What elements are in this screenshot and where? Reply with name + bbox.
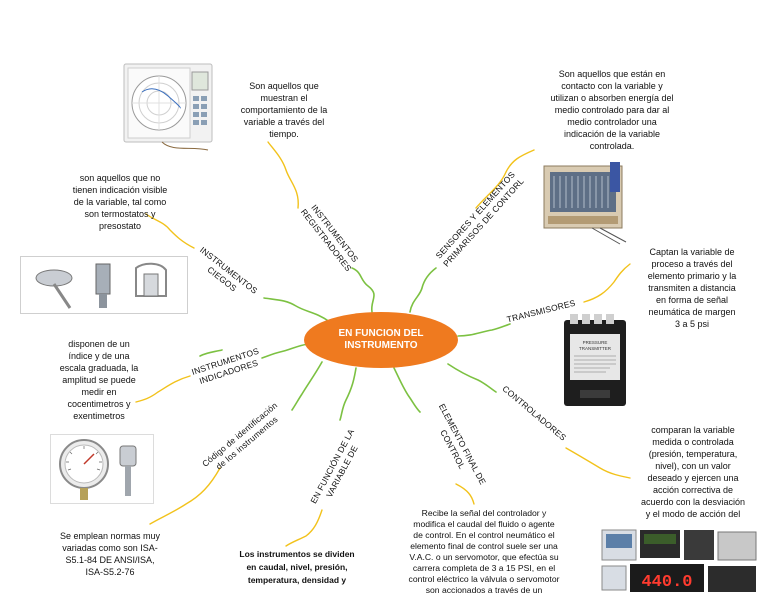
desc-line: de control. En el control neumático el	[413, 530, 555, 540]
desc-line: nivel), con un valor	[655, 461, 731, 471]
sensor-panel-image	[543, 162, 627, 245]
desc-line: neumática de margen	[648, 307, 736, 317]
desc-line: índice y de una	[68, 351, 130, 361]
yline-controladores	[565, 447, 631, 479]
desc-line: temperatura, densidad y	[247, 575, 347, 585]
desc-line: carrera completa de 3 a 15 PSI, en el	[412, 563, 556, 573]
desc-line: exentimetros	[73, 411, 125, 421]
desc-line: controlada.	[589, 141, 635, 151]
desc-line: proceso a través del	[651, 259, 733, 269]
chart-recorder-image	[123, 63, 213, 151]
desc-line: amplitud se puede	[62, 375, 136, 385]
line-indicadores	[261, 343, 309, 359]
digital-controllers-image: 440.0	[601, 529, 757, 592]
central-node: EN FUNCION DEL INSTRUMENTO	[304, 312, 458, 368]
yline-elemento	[455, 483, 475, 505]
desc-indicadores: disponen de un índice y de una escala gr…	[40, 338, 158, 422]
desc-line: medida o controlada	[652, 437, 734, 447]
desc-line: utilizan o absorben energía del	[550, 93, 674, 103]
desc-line: acuerdo con la desviación	[640, 497, 746, 507]
line-ciegos	[263, 297, 331, 323]
desc-line: ISA-S5.2-76	[85, 567, 135, 577]
desc-line: modifica el caudal del fluido o agente	[413, 519, 555, 529]
line-codigo	[291, 361, 323, 411]
yline-codigo	[149, 467, 221, 525]
yline-transmisores	[583, 263, 631, 303]
desc-line: (presión, temperatura,	[648, 449, 738, 459]
desc-line: escala graduada, la	[59, 363, 139, 373]
desc-line: Son aquellos que están en	[558, 69, 666, 79]
desc-line: en forma de señal	[655, 295, 729, 305]
controller-display-value: 440.0	[641, 573, 692, 592]
desc-line: presostato	[98, 221, 142, 231]
desc-line: comparan la variable	[651, 425, 735, 435]
desc-variable: Los instrumentos se dividen en caudal, n…	[222, 548, 372, 587]
desc-line: medio controlador una	[567, 117, 657, 127]
desc-line: contacto con la variable y	[561, 81, 663, 91]
desc-line: son accionados a través de un	[425, 585, 543, 594]
desc-line: deseado y ejercen una	[647, 473, 739, 483]
desc-line: variadas como son ISA-	[62, 543, 158, 553]
yline-variable	[285, 509, 323, 547]
line-controladores	[447, 363, 497, 393]
desc-line: Recibe la señal del controlador y	[421, 508, 547, 518]
desc-line: Captan la variable de	[649, 247, 735, 257]
desc-codigo: Se emplean normas muy variadas como son …	[36, 530, 184, 578]
desc-line: tiempo.	[269, 129, 299, 139]
desc-line: control eléctrico la válvula o servomoto…	[408, 574, 560, 584]
desc-sensores: Son aquellos que están en contacto con l…	[530, 68, 694, 152]
desc-line: acción correctiva de	[652, 485, 734, 495]
desc-ciegos: son aquellos que no tienen indicación vi…	[50, 172, 190, 232]
desc-line: variable a través del	[243, 117, 325, 127]
desc-line: muestran el	[260, 93, 308, 103]
desc-line: en caudal, nivel, presión,	[246, 562, 348, 572]
pressure-transmitter-image: PRESSURE TRANSMITTER	[564, 314, 626, 406]
line-registradores	[351, 267, 375, 313]
central-node-line2: INSTRUMENTO	[344, 340, 418, 351]
desc-line: elemento primario y la	[647, 271, 737, 281]
desc-line: tienen indicación visible	[72, 185, 168, 195]
line-sensores	[409, 267, 437, 313]
desc-line: comportamiento de la	[240, 105, 328, 115]
yline-registradores	[267, 141, 299, 209]
transmitter-label-line2: TRANSMITTER	[579, 346, 612, 351]
desc-line: medio controlado para dar al	[554, 105, 670, 115]
desc-controladores: comparan la variable medida o controlada…	[622, 424, 764, 520]
yline-sensores	[475, 149, 535, 209]
desc-line: son aquellos que no	[79, 173, 161, 183]
desc-line: medir en	[81, 387, 117, 397]
desc-line: transmiten a distancia	[648, 283, 736, 293]
yline-indicadores	[135, 375, 191, 403]
desc-line: Son aquellos que	[249, 81, 319, 91]
line-transmisores	[457, 323, 511, 337]
desc-line: son termostatos y	[84, 209, 156, 219]
desc-line: indicación de la variable	[563, 129, 661, 139]
blind-instruments-image	[20, 256, 188, 314]
line-variable	[339, 367, 357, 421]
desc-elemento: Recibe la señal del controlador y modifi…	[390, 508, 578, 594]
central-node-line1: EN FUNCION DEL	[338, 328, 424, 339]
desc-line: de la variable, tal como	[73, 197, 167, 207]
desc-line: Se emplean normas muy	[59, 531, 161, 541]
desc-line: cocentimetros y	[67, 399, 131, 409]
desc-line: Los instrumentos se dividen	[239, 549, 355, 559]
desc-registradores: Son aquellos que muestran el comportamie…	[214, 80, 354, 140]
desc-line: disponen de un	[68, 339, 130, 349]
desc-line: y el modo de acción del	[645, 509, 741, 519]
desc-line: elemento final de control suele ser una	[410, 541, 558, 551]
pressure-gauges-image	[50, 434, 154, 504]
desc-line: S5.1-84 DE ANSI/ISA,	[65, 555, 155, 565]
yline-ciegos	[145, 213, 195, 249]
desc-transmisores: Captan la variable de proceso a través d…	[626, 246, 758, 330]
desc-line: V.A.C. o un servomotor, que efectúa su	[409, 552, 559, 562]
desc-line: 3 a 5 psi	[674, 319, 710, 329]
transmitter-label-line1: PRESSURE	[583, 340, 608, 345]
line-elemento	[393, 367, 421, 413]
